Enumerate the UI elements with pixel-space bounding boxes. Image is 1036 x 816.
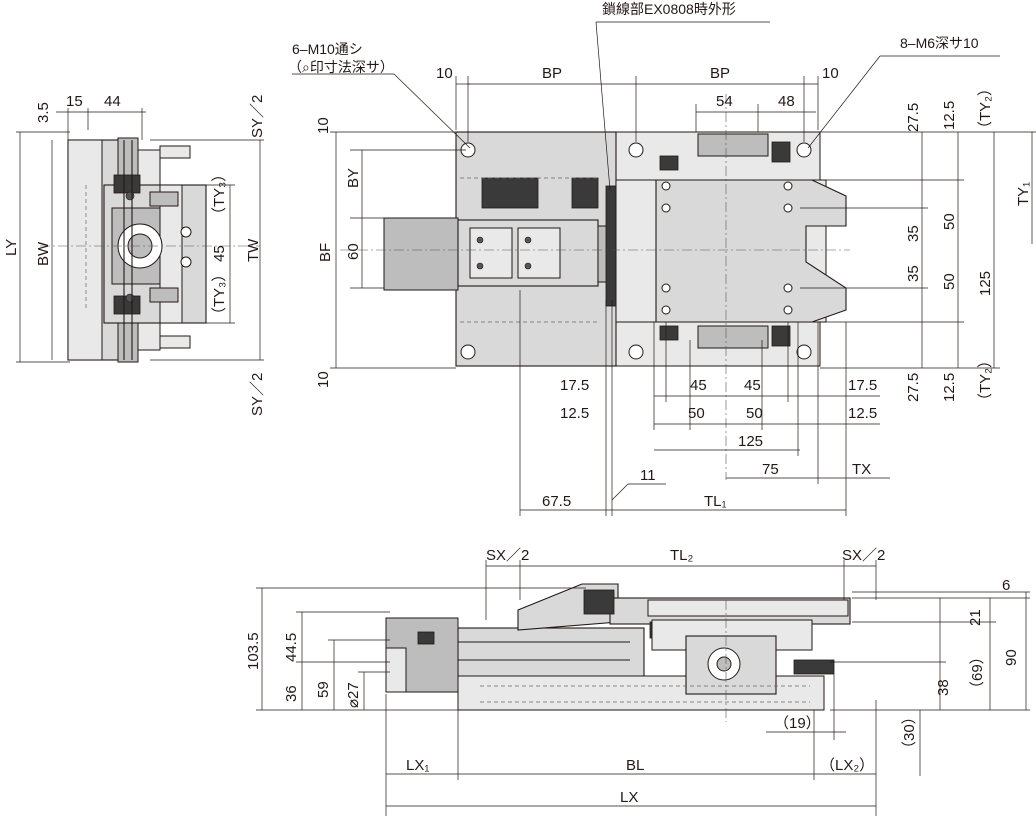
dim-50-bottom: 50 [941, 273, 958, 290]
dim-125-horiz: 125 [738, 433, 763, 450]
dim-tw: TW [245, 238, 262, 262]
dim-bw: BW [35, 241, 52, 266]
dim-bf: BF [317, 243, 334, 262]
note-bolt-holes-sub: （⌕印寸法深サ） [288, 59, 394, 75]
side-view [16, 108, 264, 363]
dim-21: 21 [967, 609, 984, 626]
dim-sx2-right: SX／2 [842, 547, 885, 564]
dim-10-left: 10 [436, 65, 453, 82]
dim-tl1: TL₁ [704, 493, 727, 510]
dim-50-right: 50 [746, 405, 763, 422]
dim-15: 15 [66, 93, 83, 110]
dim-19: （19） [774, 715, 821, 732]
dim-36: 36 [283, 685, 300, 702]
dim-45-right: 45 [744, 377, 761, 394]
note-tapped-holes: 8–M6深サ10 [900, 35, 979, 51]
dim-30: （30） [901, 709, 918, 756]
dim-69: （69） [969, 649, 986, 696]
dim-90: 90 [1003, 649, 1020, 666]
dim-12-5-bottom: 12.5 [941, 373, 958, 402]
dim-lx1: LX₁ [406, 757, 429, 774]
dim-10-top-left: 10 [315, 117, 332, 134]
dim-38: 38 [935, 679, 952, 696]
dim-lx2: （LX₂） [820, 757, 874, 774]
dim-3-5: 3.5 [35, 102, 52, 123]
dim-27-5-bottom: 27.5 [905, 373, 922, 402]
dim-27: ⌀27 [345, 682, 362, 708]
dim-bl: BL [626, 757, 644, 774]
dim-44: 44 [104, 93, 121, 110]
dim-6: 6 [1002, 577, 1010, 594]
dim-60: 60 [345, 243, 362, 260]
dim-12-5-left: 12.5 [560, 405, 589, 422]
dim-125-vert: 125 [977, 271, 994, 296]
dim-tx: TX [852, 461, 871, 478]
dim-12-5-top: 12.5 [941, 101, 958, 130]
dim-lx: LX [620, 789, 638, 806]
dim-12-5-right: 12.5 [848, 405, 877, 422]
dim-sx2-left: SX／2 [486, 547, 529, 564]
plan-view [292, 21, 1036, 516]
dim-ly: LY [3, 239, 20, 256]
dim-50-top: 50 [941, 213, 958, 230]
dim-27-5-top: 27.5 [905, 103, 922, 132]
dim-44-5: 44.5 [283, 633, 300, 662]
dim-ty3-top: （TY₃） [211, 167, 228, 222]
note-bolt-holes: 6–M10通シ [292, 41, 363, 57]
dim-67-5: 67.5 [542, 493, 571, 510]
labels: 3.5 15 44 SY／2 LY BW （TY₃） 45 TW （TY₃） S… [3, 1, 1032, 806]
front-view [256, 560, 1030, 816]
dim-50-left: 50 [688, 405, 705, 422]
dim-sy2-bottom: SY／2 [249, 373, 266, 416]
dim-bp-left: BP [542, 65, 562, 82]
dim-ty1: TY₁ [1015, 182, 1032, 206]
dim-10-right: 10 [822, 65, 839, 82]
dim-10-bottom-left: 10 [315, 371, 332, 388]
dim-59: 59 [315, 681, 332, 698]
dim-35-bottom: 35 [905, 265, 922, 282]
dim-45-left: 45 [690, 377, 707, 394]
dim-ty2-top: （TY₂） [977, 81, 994, 136]
dim-sy2-top: SY／2 [249, 95, 266, 138]
dim-35-top: 35 [905, 225, 922, 242]
dim-bp-right: BP [710, 65, 730, 82]
note-chain: 鎖線部EX0808時外形 [602, 1, 736, 17]
dim-103-5: 103.5 [245, 632, 262, 670]
dim-54: 54 [716, 93, 733, 110]
dim-11: 11 [640, 467, 656, 484]
dim-17-5-left: 17.5 [560, 377, 589, 394]
dim-45-side: 45 [211, 245, 228, 262]
dim-17-5-right: 17.5 [848, 377, 877, 394]
dim-tl2: TL₂ [670, 547, 694, 564]
dim-48: 48 [778, 93, 795, 110]
dim-by: BY [345, 168, 362, 188]
dim-75: 75 [762, 461, 779, 478]
dim-ty2-bottom: （TY₂） [977, 353, 994, 408]
dim-ty3-bottom: （TY₃） [211, 267, 228, 322]
